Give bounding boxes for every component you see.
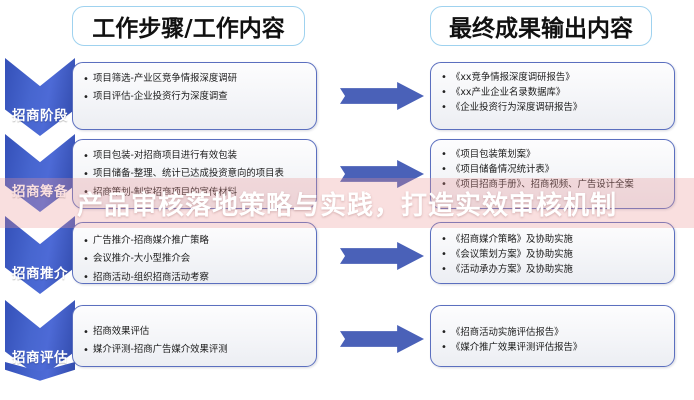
stage-label-4: 招商评估 [12,350,68,366]
arrow-right-icon-3 [340,242,424,270]
stage-chevron-2: 招商筹备 [5,134,75,212]
list-item: 《xx产业企业名录数据库》 [441,85,666,101]
list-item: 招商策划-制定招商项目的宣传材料 [83,183,308,203]
column-header-outputs: 最终成果输出内容 [430,6,652,46]
column-header-work-steps-label: 工作步骤/工作内容 [92,16,285,42]
list-item: 《招商活动实施评估报告》 [441,324,666,340]
column-header-outputs-label: 最终成果输出内容 [449,16,633,42]
list-item: 媒介评测-招商广告媒介效果评测 [83,341,308,361]
output-card-3: 《招商媒介策略》及协助实施 《会议策划方案》及协助实施 《活动承办方案》及协助实… [430,222,675,284]
list-item: 《会议策划方案》及协助实施 [441,247,666,263]
list-item: 项目储备-整理、统计已达成投资意向的项目表 [83,165,308,185]
list-item: 会议推介-大小型推介会 [83,250,308,270]
list-item: 招商效果评估 [83,322,308,342]
list-item: 《活动承办方案》及协助实施 [441,262,666,278]
work-step-card-3: 广告推介-招商媒介推广策略 会议推介-大小型推介会 招商活动-组织招商活动考察 [72,222,317,284]
list-item: 《招商媒介策略》及协助实施 [441,231,666,247]
list-item: 《企业投资行为深度调研报告》 [441,100,666,116]
arrow-right-icon-4 [340,325,424,353]
arrow-right-icon-2 [340,160,424,188]
list-item: 《项目包装策划案》 [441,146,666,162]
list-item: 项目筛选-产业区竞争情报深度调研 [83,69,308,89]
stage-chevron-3: 招商推介 [5,216,75,294]
output-card-2: 《项目包装策划案》 《项目储备情况统计表》 《项目招商手册》、招商视频、广告设计… [430,139,675,209]
list-item: 《项目储备情况统计表》 [441,162,666,178]
list-item: 《xx竞争情报深度调研报告》 [441,69,666,85]
stage-label-2: 招商筹备 [12,184,68,200]
work-step-card-2: 项目包装-对招商项目进行有效包装 项目储备-整理、统计已达成投资意向的项目表 招… [72,139,317,209]
work-step-card-1: 项目筛选-产业区竞争情报深度调研 项目评估-企业投资行为深度调查 [72,62,317,130]
column-header-work-steps: 工作步骤/工作内容 [72,6,305,46]
chevron-down-icon [5,134,75,212]
output-card-4: 《招商活动实施评估报告》 《媒介推广效果评测评估报告》 [430,305,675,367]
work-step-card-4: 招商效果评估 媒介评测-招商广告媒介效果评测 [72,305,317,367]
list-item: 《媒介推广效果评测评估报告》 [441,340,666,356]
chevron-down-icon [5,58,75,136]
list-item: 广告推介-招商媒介推广策略 [83,231,308,251]
chevron-down-icon [5,216,75,294]
arrow-right-icon-1 [340,82,424,110]
stage-label-3: 招商推介 [12,266,68,282]
list-item: 项目评估-企业投资行为深度调查 [83,88,308,108]
list-item: 招商活动-组织招商活动考察 [83,268,308,283]
stage-chevron-4: 招商评估 [5,300,75,378]
stage-label-1: 招商阶段 [12,108,68,124]
stage-chevron-1: 招商阶段 [5,58,75,136]
output-card-1: 《xx竞争情报深度调研报告》 《xx产业企业名录数据库》 《企业投资行为深度调研… [430,62,675,130]
list-item: 《项目招商手册》、招商视频、广告设计全案 [441,177,666,193]
list-item: 项目包装-对招商项目进行有效包装 [83,146,308,166]
